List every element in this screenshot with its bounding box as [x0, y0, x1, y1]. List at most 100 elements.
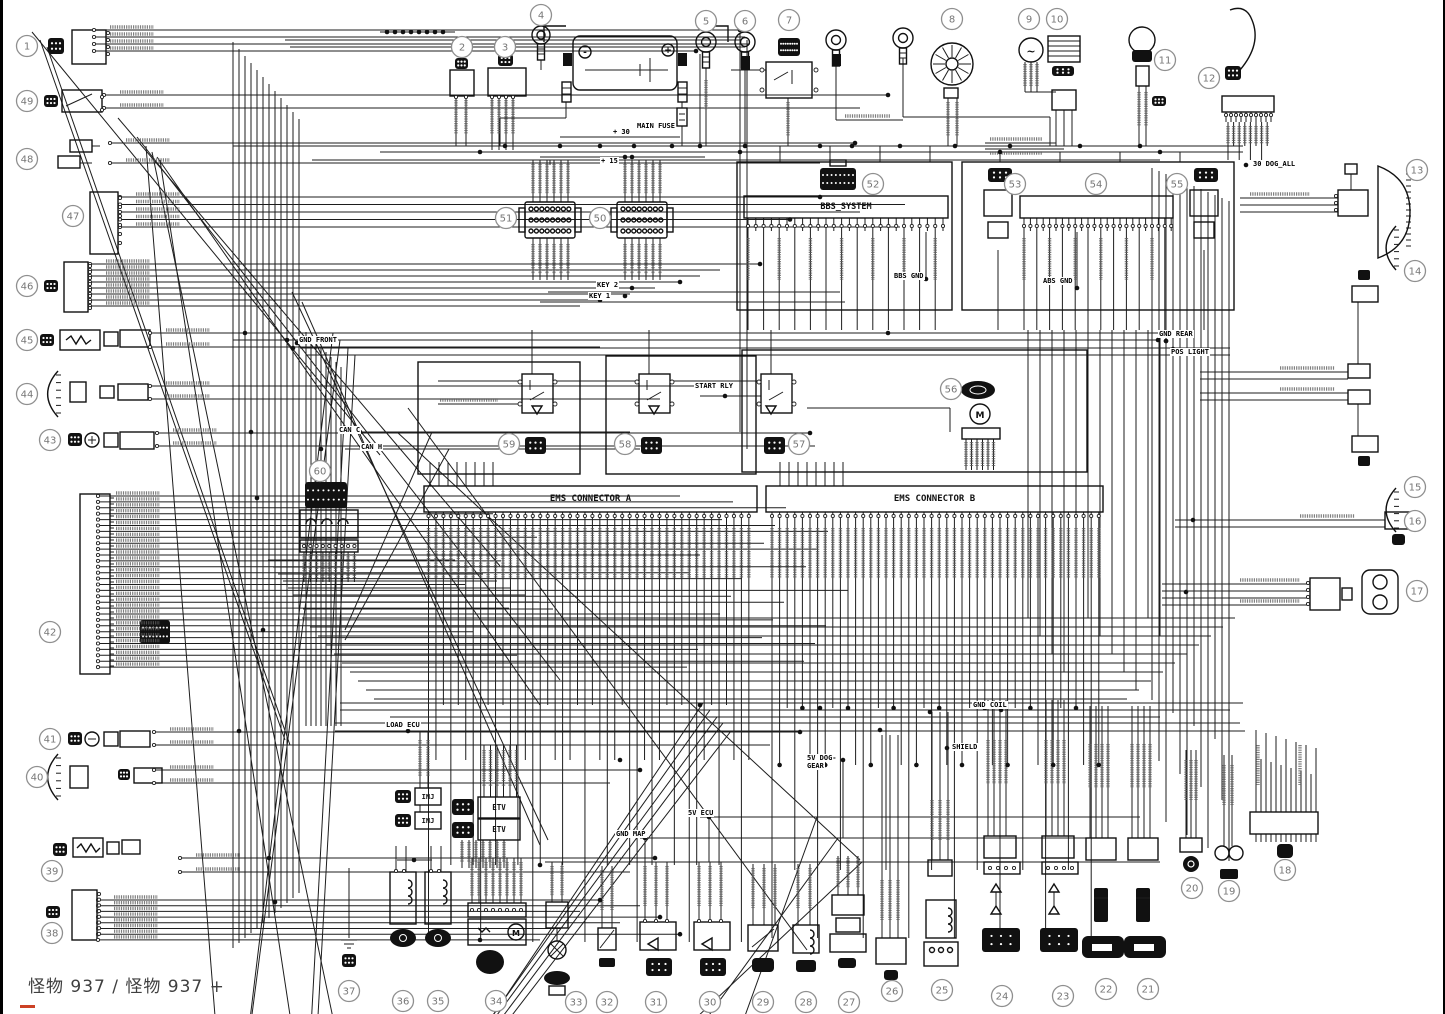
injector-2-label: INJ: [421, 816, 435, 825]
component-ref-number: 15: [1409, 483, 1422, 494]
component-ref-38: 38: [40, 921, 64, 945]
net-label-key2: KEY 2: [596, 281, 620, 289]
component-ref-24: 24: [990, 984, 1014, 1008]
etv-1-label: ETV: [492, 802, 506, 812]
component-ref-number: 41: [44, 735, 57, 746]
net-label-v5_ecu: 5V ECU: [687, 809, 715, 817]
component-ref-number: 8: [949, 15, 955, 26]
component-ref-46: 46: [15, 274, 39, 298]
component-ref-27: 27: [837, 990, 861, 1014]
component-ref-19: 19: [1217, 879, 1241, 903]
component-ref-2: 2: [450, 35, 474, 59]
component-ref-13: 13: [1405, 158, 1429, 182]
component-ref-number: 19: [1223, 887, 1236, 898]
component-ref-number: 42: [44, 628, 57, 639]
ems-connector-b-label: EMS CONNECTOR B: [893, 494, 976, 504]
net-label-gnd_front: GND FRONT: [298, 336, 338, 344]
net-label-dog_gear_2: GEAR: [806, 762, 825, 770]
component-ref-number: 14: [1409, 267, 1422, 278]
component-ref-59: 59: [497, 432, 521, 456]
component-ref-number: 28: [800, 998, 813, 1009]
component-ref-50: 50: [588, 206, 612, 230]
component-ref-number: 50: [594, 214, 607, 225]
component-ref-6: 6: [733, 9, 757, 33]
component-ref-number: 33: [570, 998, 583, 1009]
component-ref-number: 27: [843, 998, 856, 1009]
stepper-motor-symbol: M: [512, 929, 520, 938]
component-ref-44: 44: [15, 382, 39, 406]
connector-pins: [87, 27, 1339, 942]
bbs-system-label: BBS_SYSTEM: [820, 202, 872, 212]
component-ref-number: 3: [502, 43, 508, 54]
component-ref-number: 21: [1142, 985, 1155, 996]
component-ref-32: 32: [595, 990, 619, 1014]
component-ref-number: 5: [703, 17, 709, 28]
component-ref-number: 20: [1186, 884, 1199, 895]
component-ref-number: 30: [704, 998, 717, 1009]
component-ref-3: 3: [493, 35, 517, 59]
component-ref-number: 25: [936, 986, 949, 997]
component-ref-number: 36: [397, 997, 410, 1008]
net-label-can_h: CAN H: [360, 443, 384, 451]
component-ref-number: 57: [793, 440, 806, 451]
component-ref-11: 11: [1153, 48, 1177, 72]
component-ref-31: 31: [644, 990, 668, 1014]
component-ref-number: 9: [1026, 15, 1032, 26]
component-ref-22: 22: [1094, 977, 1118, 1001]
component-ref-number: 47: [67, 212, 80, 223]
component-ref-28: 28: [794, 990, 818, 1014]
component-ref-58: 58: [613, 432, 637, 456]
scan-edge-right: [1443, 0, 1445, 1014]
scan-edge-left: [0, 0, 3, 1014]
component-ref-number: 2: [459, 43, 465, 54]
component-ref-number: 37: [343, 987, 356, 998]
component-ref-7: 7: [777, 8, 801, 32]
wiring-lines: [31, 29, 1411, 1014]
component-ref-25: 25: [930, 978, 954, 1002]
component-ref-number: 6: [742, 17, 748, 28]
component-ref-number: 59: [503, 440, 516, 451]
alternator-symbol: ~: [1026, 45, 1035, 58]
component-ref-16: 16: [1403, 509, 1427, 533]
component-ref-15: 15: [1403, 475, 1427, 499]
net-label-plus15: + 15: [600, 157, 619, 165]
component-ref-34: 34: [484, 989, 508, 1013]
ems-connector-a-label: EMS CONNECTOR A: [549, 494, 632, 504]
net-label-can_c: CAN C: [338, 426, 362, 434]
component-ref-9: 9: [1017, 7, 1041, 31]
component-ref-37: 37: [337, 979, 361, 1003]
component-ref-number: 52: [867, 180, 880, 191]
component-ref-51: 51: [494, 206, 518, 230]
component-ref-number: 35: [432, 997, 445, 1008]
component-ref-number: 1: [24, 42, 30, 53]
component-ref-54: 54: [1084, 172, 1108, 196]
component-ref-41: 41: [38, 727, 62, 751]
net-label-plus30: + 30: [612, 128, 631, 136]
component-ref-14: 14: [1403, 259, 1427, 283]
component-outlines: MM+-~: [46, 7, 1412, 996]
component-ref-number: 45: [21, 336, 34, 347]
component-ref-49: 49: [15, 89, 39, 113]
battery-plus-symbol: +: [664, 46, 672, 56]
component-ref-number: 29: [757, 998, 770, 1009]
component-ref-number: 56: [945, 385, 958, 396]
component-ref-12: 12: [1197, 66, 1221, 90]
component-ref-4: 4: [529, 3, 553, 27]
component-ref-number: 48: [21, 155, 34, 166]
component-ref-8: 8: [940, 7, 964, 31]
component-ref-35: 35: [426, 989, 450, 1013]
component-ref-number: 53: [1009, 180, 1022, 191]
component-ref-number: 46: [21, 282, 34, 293]
component-ref-42: 42: [38, 620, 62, 644]
component-ref-10: 10: [1045, 7, 1069, 31]
net-label-gnd_rear: GND REAR: [1158, 330, 1194, 338]
component-ref-number: 49: [21, 97, 34, 108]
component-ref-number: 39: [46, 867, 59, 878]
component-ref-5: 5: [694, 9, 718, 33]
model-title: 怪物 937 / 怪物 937 +: [28, 977, 225, 997]
component-ref-number: 43: [44, 436, 57, 447]
component-ref-1: 1: [15, 34, 39, 58]
